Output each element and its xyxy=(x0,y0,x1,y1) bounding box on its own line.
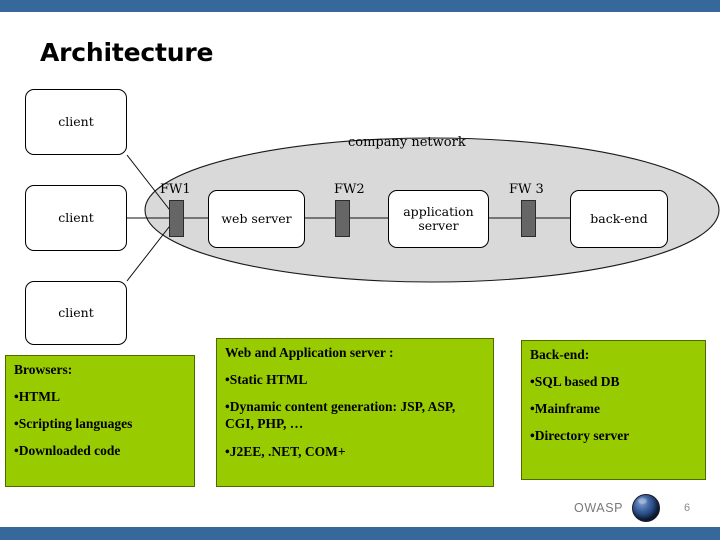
link-client3-fw1 xyxy=(126,217,177,282)
firewall-block-1 xyxy=(169,200,184,237)
owasp-globe-icon xyxy=(632,494,661,522)
page-title: Architecture xyxy=(40,38,214,67)
info-box-web-app-server-item-2: •Dynamic content generation: JSP, ASP, C… xyxy=(225,399,456,431)
application-server-line-2: server xyxy=(418,218,459,233)
owasp-brand-text: OWASP xyxy=(574,501,624,515)
application-server-line-1: application xyxy=(403,203,474,219)
info-box-back-end-item-1: •SQL based DB xyxy=(530,374,620,389)
company-network-label: company network xyxy=(348,135,466,150)
firewall-block-3 xyxy=(521,200,536,237)
firewall-label-1: FW1 xyxy=(160,182,191,197)
info-box-browsers-item-1: •HTML xyxy=(14,389,60,404)
firewall-label-3: FW 3 xyxy=(509,182,544,197)
client-node-1: client xyxy=(25,89,127,155)
top-accent-bar xyxy=(0,0,720,12)
link-client1-fw1 xyxy=(126,154,177,219)
firewall-block-2 xyxy=(335,200,350,237)
info-box-back-end: Back-end: •SQL based DB •Mainframe •Dire… xyxy=(521,340,706,480)
info-box-web-app-server: Web and Application server : •Static HTM… xyxy=(216,338,494,487)
info-box-back-end-item-3: •Directory server xyxy=(530,428,630,443)
info-box-web-app-server-item-3: •J2EE, .NET, COM+ xyxy=(225,443,346,459)
info-box-web-app-server-heading: Web and Application server : xyxy=(225,345,394,360)
info-box-back-end-heading: Back-end: xyxy=(530,347,590,362)
firewall-label-2: FW2 xyxy=(334,182,365,197)
back-end-node: back-end xyxy=(570,190,668,248)
bottom-accent-bar xyxy=(0,527,720,540)
info-box-web-app-server-item-1: •Static HTML xyxy=(225,372,308,387)
owasp-footer: OWASP xyxy=(574,494,661,522)
info-box-browsers-item-3: •Downloaded code xyxy=(14,443,121,458)
info-box-browsers-heading: Browsers: xyxy=(14,362,73,377)
info-box-back-end-item-2: •Mainframe xyxy=(530,401,600,416)
page-number: 6 xyxy=(684,502,691,514)
client-node-2: client xyxy=(25,185,127,251)
application-server-node: application server xyxy=(388,190,489,248)
client-node-3: client xyxy=(25,281,127,345)
info-box-browsers-item-2: •Scripting languages xyxy=(14,416,133,431)
info-box-browsers: Browsers: •HTML •Scripting languages •Do… xyxy=(5,355,195,487)
web-server-node: web server xyxy=(208,190,305,248)
